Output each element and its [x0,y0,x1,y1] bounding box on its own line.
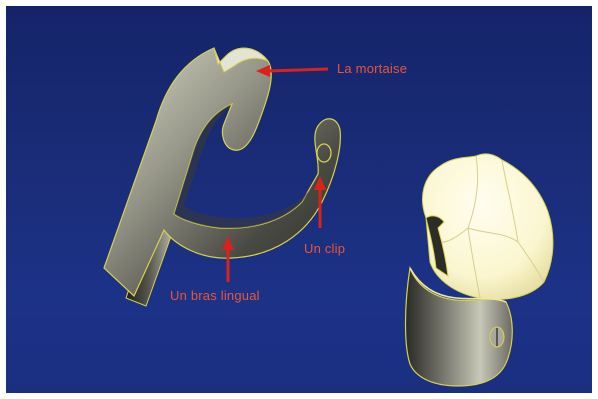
label-bras-lingual: Un bras lingual [170,288,260,303]
tooth-crown [422,154,552,300]
label-mortaise: La mortaise [337,61,407,76]
label-clip: Un clip [304,241,345,256]
attachment-body [104,48,340,296]
diagram-canvas [6,6,592,393]
attachment-part [104,48,340,306]
arrow-mortaise [256,65,328,77]
tooth-with-attachment [406,154,553,386]
slide-canvas: La mortaise Un clip Un bras lingual [6,6,592,393]
